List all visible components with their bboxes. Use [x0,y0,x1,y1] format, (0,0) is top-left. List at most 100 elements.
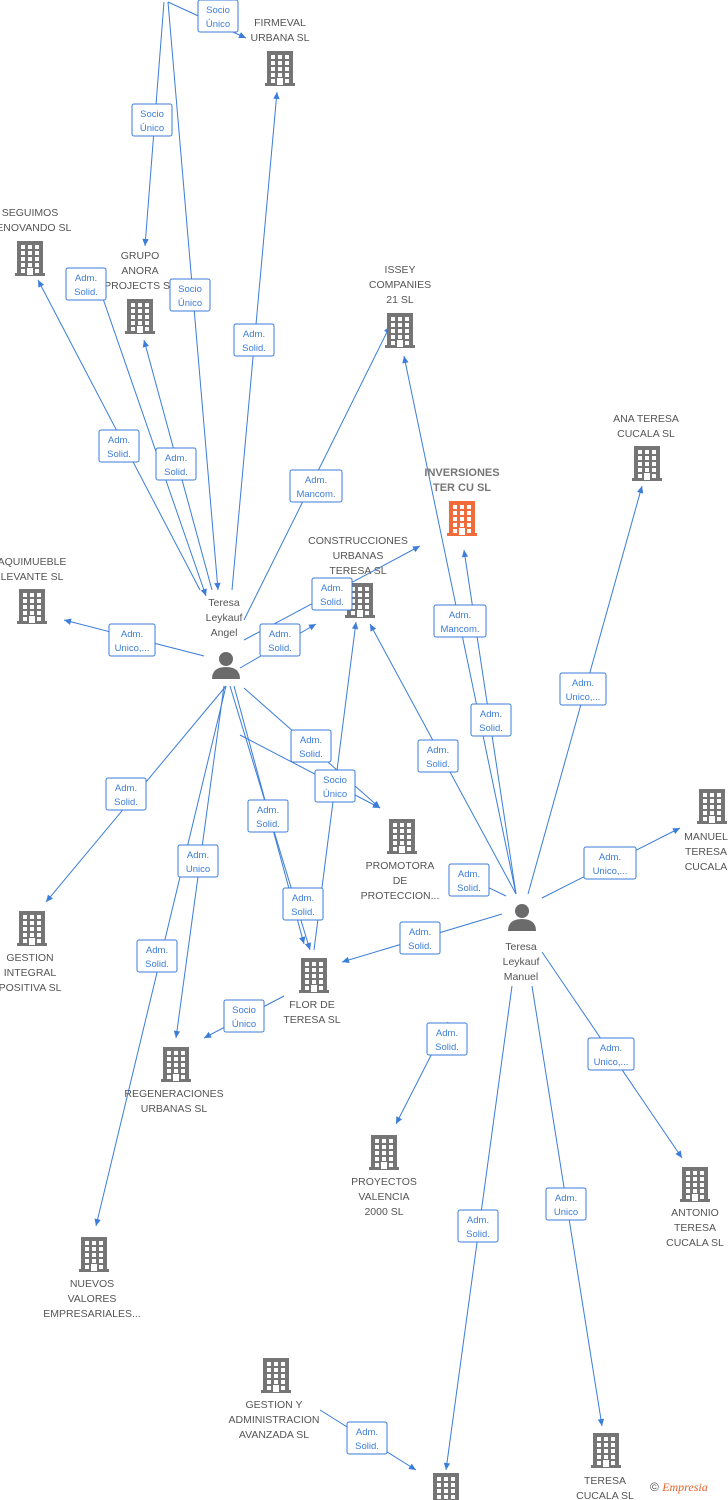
edge-arrowhead [214,582,221,590]
building-icon[interactable] [299,958,329,993]
building-icon[interactable] [79,1237,109,1272]
building-icon[interactable] [15,241,45,276]
relation-label[interactable]: Adm.Solid. [290,729,332,763]
relation-label[interactable]: Adm.Solid. [311,577,353,611]
relation-label-text: Solid. [355,1441,379,1452]
building-icon[interactable] [265,51,295,86]
relation-label[interactable]: Adm.Solid. [155,447,197,481]
node-nuevos[interactable]: NUEVOSVALORESEMPRESARIALES... [43,1237,141,1320]
relation-label[interactable]: Adm.Solid. [233,323,275,357]
edge-arrowhead [597,1418,605,1426]
relation-label[interactable]: Adm.Unico,... [559,672,607,706]
relation-label[interactable]: Adm.Solid. [105,777,147,811]
relation-label-text: Adm. [146,945,168,956]
building-icon[interactable] [385,313,415,348]
relation-label[interactable]: Adm.Solid. [470,703,512,737]
building-icon[interactable] [125,299,155,334]
building-icon[interactable] [369,1135,399,1170]
relation-label-text: Adm. [305,475,327,486]
relation-label[interactable]: Adm.Solid. [65,267,107,301]
edge-arrowhead [204,1031,212,1038]
relation-label-text: Adm. [187,850,209,861]
building-icon[interactable] [161,1047,191,1082]
relation-edge [239,734,381,809]
relation-label-text: Solid. [457,883,481,894]
relation-label-text: Solid. [320,597,344,608]
relation-label-text: Adm. [115,783,137,794]
relation-label-text: Adm. [356,1427,378,1438]
relation-label[interactable]: Adm.Unico,... [108,623,156,657]
relation-label[interactable]: Adm.Unico [545,1187,587,1221]
edge-arrowhead [675,1150,682,1158]
relation-label[interactable]: Adm.Solid. [282,887,324,921]
relation-label-box [233,323,275,357]
building-icon[interactable] [680,1167,710,1202]
relation-label[interactable]: Adm.Solid. [259,623,301,657]
edge-arrowhead [46,894,53,902]
relation-label[interactable]: Adm.Unico,... [583,846,637,880]
node-label: URBANA SL [251,32,310,44]
building-icon[interactable] [431,1473,461,1500]
edge-arrowhead [351,622,359,630]
relation-label[interactable]: Adm.Solid. [98,429,140,463]
relation-label[interactable]: Adm.Solid. [247,799,289,833]
node-seguimos[interactable]: SEGUIMOSRENOVANDO SL [0,207,71,276]
relation-label-box [559,672,607,706]
relation-label-text: Adm. [243,329,265,340]
relation-label-text: Solid. [164,467,188,478]
building-icon[interactable] [261,1358,291,1393]
node-label: 2000 SL [364,1206,403,1218]
person-icon[interactable] [508,904,536,931]
relation-label[interactable]: Adm.Solid. [399,921,441,955]
relation-label-text: Solid. [291,907,315,918]
person-icon[interactable] [212,652,240,679]
node-bottom_co[interactable] [431,1473,461,1500]
relation-label[interactable]: Adm. Solid. [346,1421,388,1455]
relation-label-box [587,1037,635,1071]
building-icon[interactable] [17,589,47,624]
building-icon[interactable] [591,1433,621,1468]
building-icon[interactable] [632,446,662,481]
relation-label[interactable]: Adm.Unico,... [587,1037,635,1071]
relation-label[interactable]: Adm.Solid. [136,939,178,973]
relation-label-text: Adm. [572,678,594,689]
building-icon[interactable] [17,911,47,946]
node-promotora[interactable]: PROMOTORADEPROTECCION... [361,819,440,902]
relation-label-text: Mancom. [296,489,335,500]
building-icon[interactable] [387,819,417,854]
relation-label[interactable]: Adm.Solid. [426,1022,468,1056]
relation-label[interactable]: Adm.Mancom. [433,604,487,638]
relation-label[interactable]: Adm.Solid. [417,739,459,773]
relation-label[interactable]: Adm.Unico [177,844,219,878]
building-icon[interactable] [447,501,477,536]
relation-label[interactable]: Adm.Solid. [457,1209,499,1243]
building-icon[interactable] [697,789,727,824]
relation-label-text: Adm. [449,610,471,621]
relation-label-text: Adm. [555,1193,577,1204]
brand-logo[interactable]: Empresia [662,1480,708,1494]
relation-label[interactable]: Adm. Mancom. [289,469,343,503]
relation-label[interactable]: Adm.Solid. [448,863,490,897]
